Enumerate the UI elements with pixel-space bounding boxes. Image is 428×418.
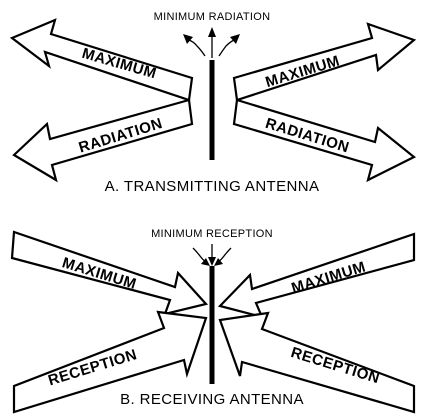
receiving-panel: MINIMUM RECEPTION MAXIMUM RECEPTION MAXI… bbox=[10, 228, 416, 414]
right-upper-arrow bbox=[232, 22, 417, 102]
wavy-arrow-in-right bbox=[217, 247, 232, 263]
right-upper-incoming-arrow bbox=[217, 232, 416, 319]
arrowhead-in-left-icon bbox=[201, 258, 210, 266]
arrowhead-right-icon bbox=[230, 34, 240, 44]
wavy-arrow-in-left bbox=[192, 247, 207, 263]
right-lower-arrow bbox=[232, 98, 417, 183]
wavy-arrow-right bbox=[218, 39, 235, 57]
min-radiation-arrows bbox=[183, 27, 240, 58]
left-lower-arrow bbox=[12, 98, 194, 183]
transmitting-panel: MINIMUM RADIATION MAXIMUM RADIATION MAXI… bbox=[9, 11, 417, 195]
receiving-caption: B. RECEIVING ANTENNA bbox=[120, 391, 304, 408]
arrowhead-down-icon bbox=[208, 257, 216, 266]
arrowhead-in-right-icon bbox=[214, 258, 223, 266]
transmitting-caption: A. TRANSMITTING ANTENNA bbox=[105, 178, 320, 195]
arrowhead-up-icon bbox=[208, 27, 216, 37]
arrowhead-left-icon bbox=[183, 34, 193, 44]
min-reception-label: MINIMUM RECEPTION bbox=[151, 228, 273, 240]
left-upper-arrow bbox=[9, 18, 194, 102]
left-lower-incoming-arrow bbox=[12, 310, 208, 414]
wavy-arrow-left bbox=[188, 39, 206, 57]
min-radiation-label: MINIMUM RADIATION bbox=[154, 11, 271, 23]
right-lower-incoming-arrow bbox=[218, 311, 416, 414]
left-upper-incoming-arrow bbox=[10, 230, 209, 316]
min-reception-arrows bbox=[192, 244, 232, 266]
